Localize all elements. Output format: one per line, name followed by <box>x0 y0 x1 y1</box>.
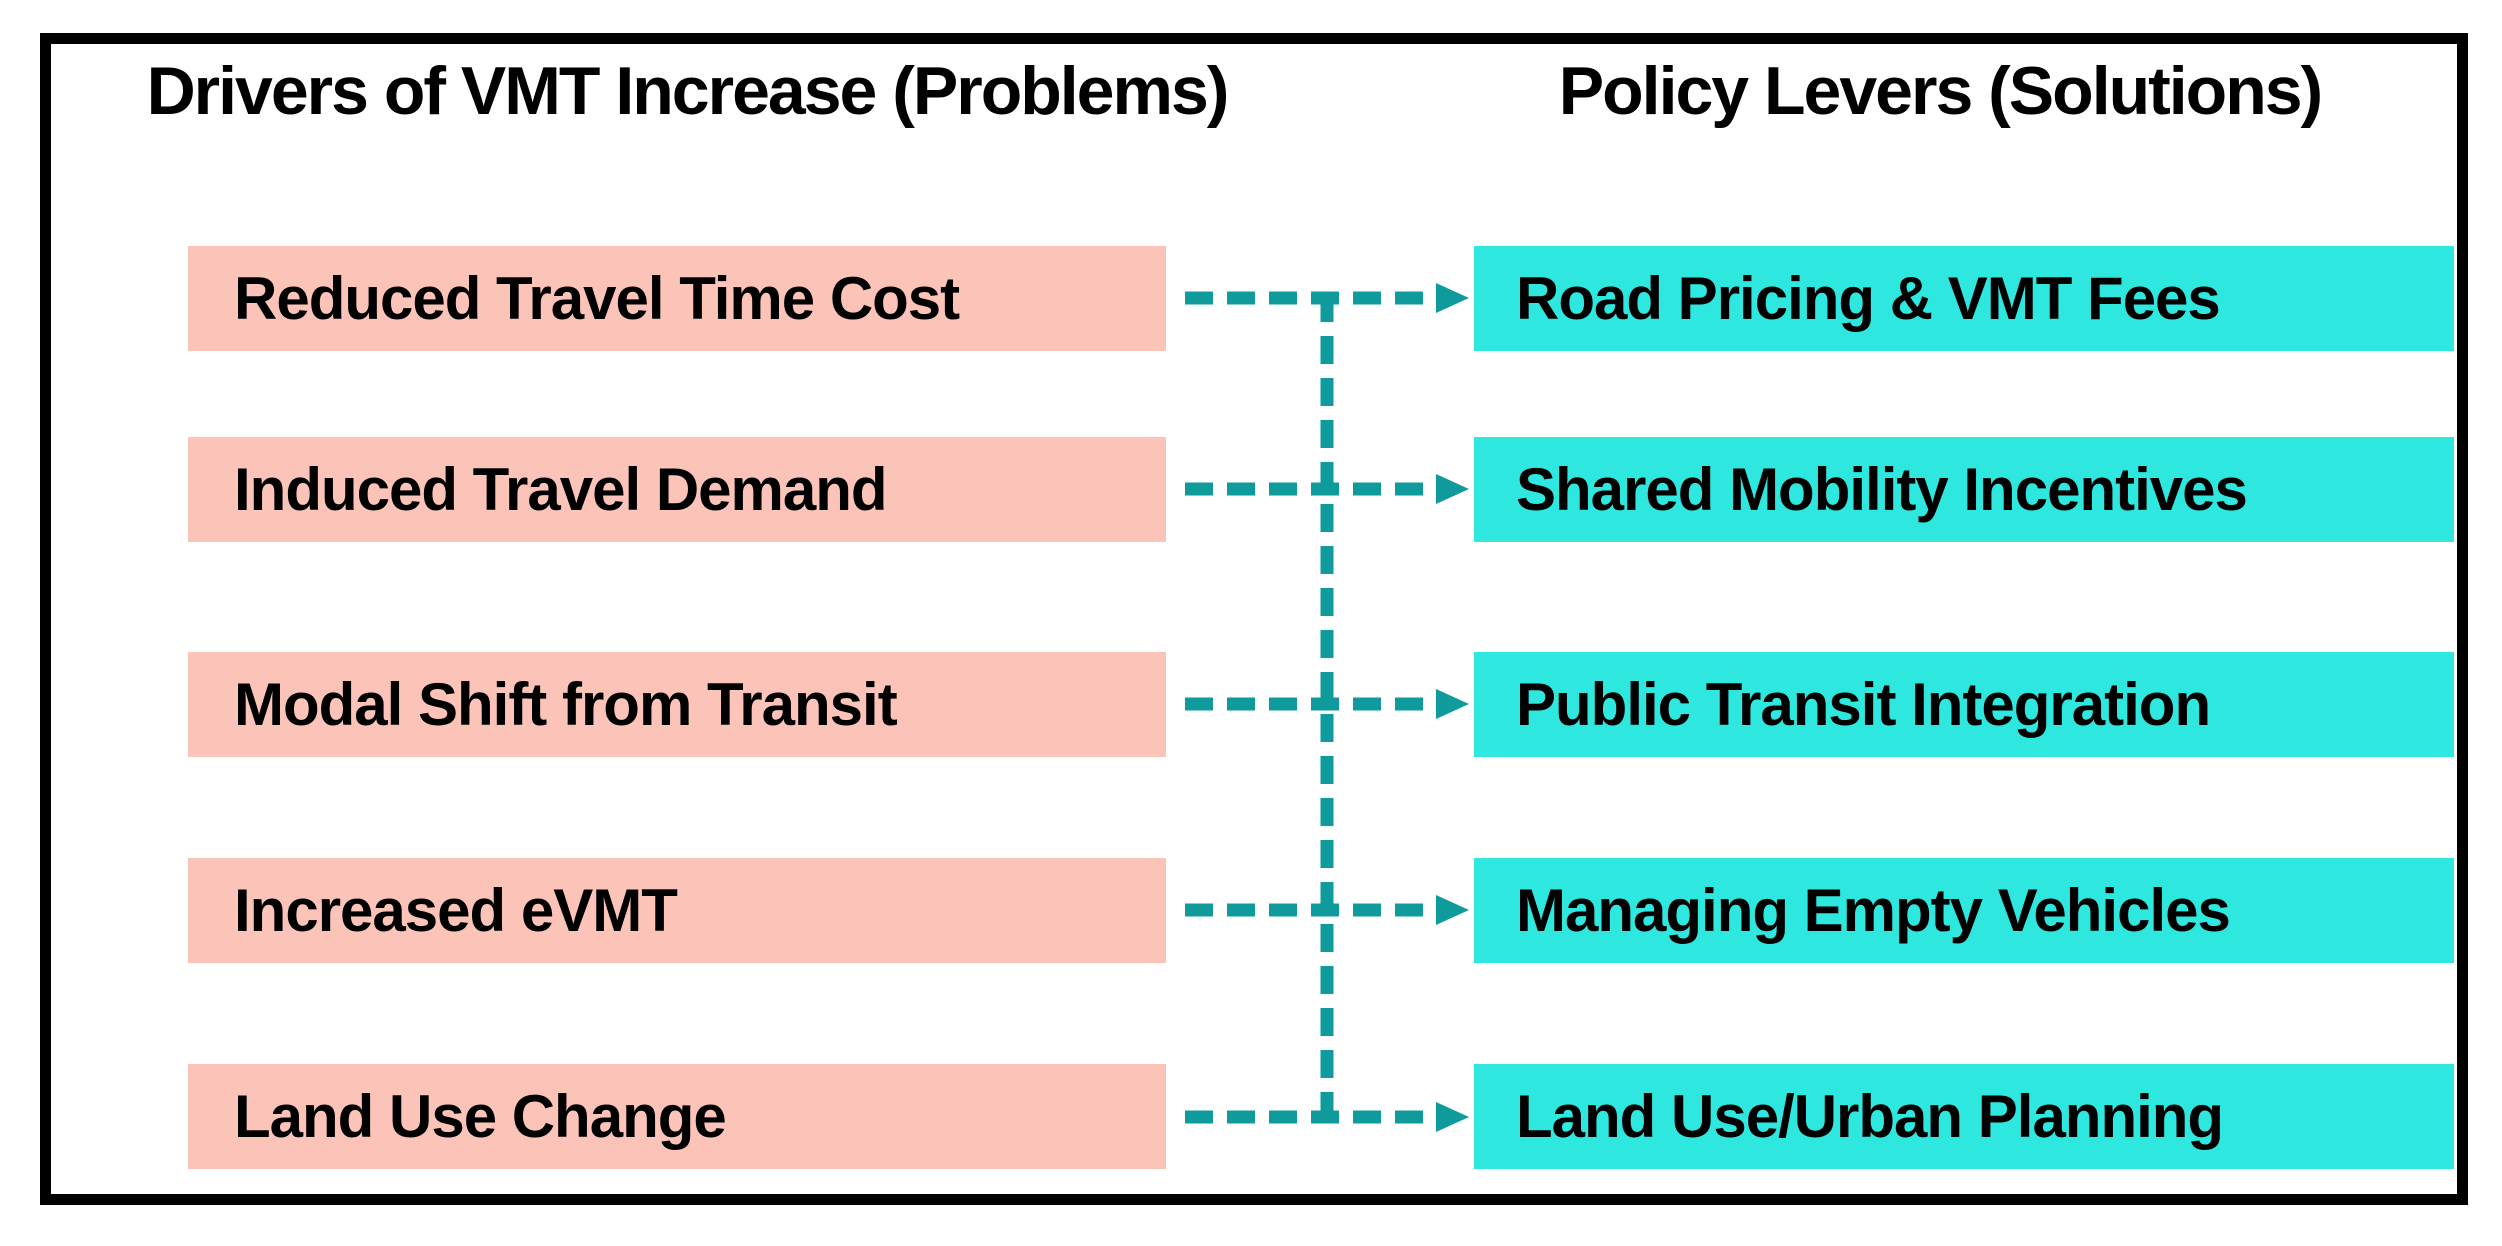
solution-box-managing-empty-vehicles: Managing Empty Vehicles <box>1474 858 2454 963</box>
solution-box-road-pricing-vmt-fees: Road Pricing & VMT Fees <box>1474 246 2454 351</box>
solution-label: Road Pricing & VMT Fees <box>1516 265 2221 332</box>
problem-label: Land Use Change <box>234 1083 727 1150</box>
problem-label: Induced Travel Demand <box>234 456 888 523</box>
column-header-problems: Drivers of VMT Increase (Problems) <box>146 53 1230 129</box>
problem-label: Increased eVMT <box>234 877 678 944</box>
solution-box-shared-mobility-incentives: Shared Mobility Incentives <box>1474 437 2454 542</box>
problem-label: Reduced Travel Time Cost <box>234 265 960 332</box>
solution-label: Land Use/Urban Planning <box>1516 1083 2224 1150</box>
solution-box-land-use-urban-planning: Land Use/Urban Planning <box>1474 1064 2454 1169</box>
column-header-solutions: Policy Levers (Solutions) <box>1558 53 2323 129</box>
solution-label: Public Transit Integration <box>1516 671 2211 738</box>
problem-box-induced-travel-demand: Induced Travel Demand <box>188 437 1166 542</box>
problem-box-reduced-travel-time-cost: Reduced Travel Time Cost <box>188 246 1166 351</box>
problem-box-increased-evmt: Increased eVMT <box>188 858 1166 963</box>
solution-label: Shared Mobility Incentives <box>1516 456 2248 523</box>
problem-label: Modal Shift from Transit <box>234 671 898 738</box>
diagram-frame <box>40 33 2468 1205</box>
solution-label: Managing Empty Vehicles <box>1516 877 2231 944</box>
problem-box-land-use-change: Land Use Change <box>188 1064 1166 1169</box>
solution-box-public-transit-integration: Public Transit Integration <box>1474 652 2454 757</box>
problem-box-modal-shift-from-transit: Modal Shift from Transit <box>188 652 1166 757</box>
